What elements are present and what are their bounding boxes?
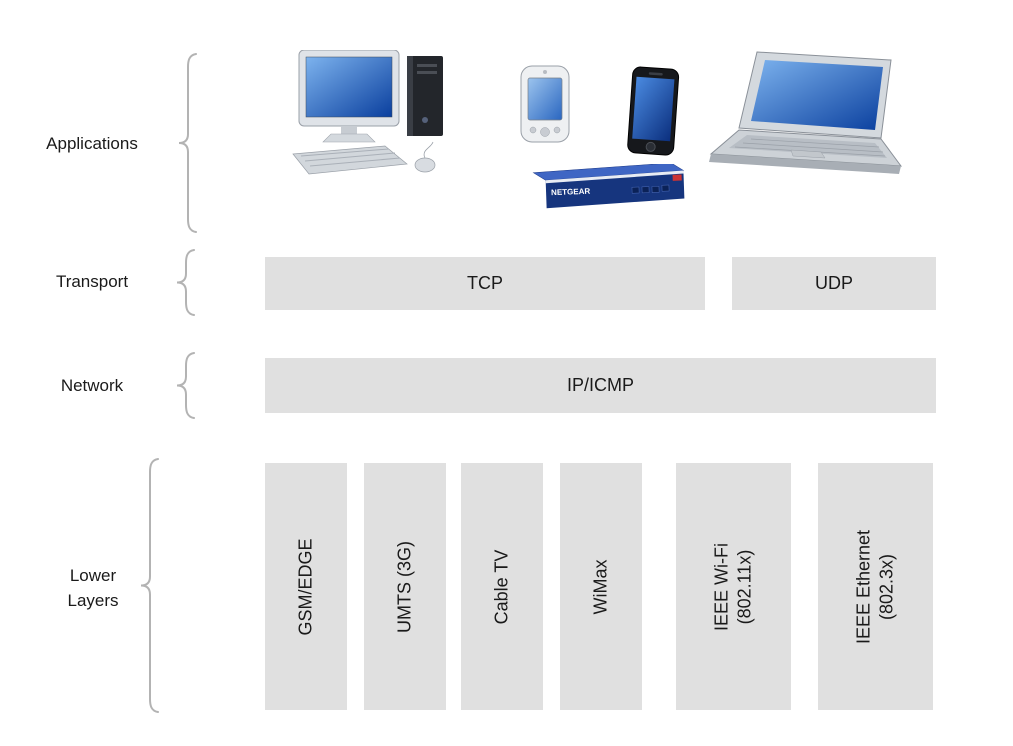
- transport-brace-icon: [176, 249, 195, 316]
- applications-layer-label: Applications: [46, 134, 138, 153]
- applications-brace-icon: [178, 53, 197, 233]
- umts-3g-box-label: UMTS (3G): [394, 540, 415, 633]
- wimax-box-label: WiMax: [590, 559, 611, 614]
- udp-box: UDP: [732, 257, 936, 310]
- smartphone-icon: [619, 64, 687, 163]
- transport-layer-label: Transport: [55, 272, 129, 291]
- router-brand-text: NETGEAR: [551, 187, 591, 197]
- laptop-icon: [695, 50, 910, 187]
- lower-layers-label: Lower Layers: [67, 566, 119, 610]
- gsm-edge-box: GSM/EDGE: [265, 463, 347, 710]
- desktop-computer-icon: [285, 49, 460, 183]
- cable-tv-box: Cable TV: [461, 463, 543, 710]
- network-brace-icon: [176, 352, 195, 419]
- ieee-ethernet-box-label: IEEE Ethernet (802.3x): [853, 529, 897, 644]
- cable-tv-box-label: Cable TV: [491, 549, 512, 624]
- pda-icon: [515, 64, 575, 149]
- ip-icmp-box-label: IP/ICMP: [566, 375, 634, 395]
- umts-3g-box: UMTS (3G): [364, 463, 446, 710]
- router-icon: NETGEAR: [532, 162, 690, 219]
- network-layer-label: Network: [60, 376, 124, 395]
- ieee-wifi-box: IEEE Wi-Fi (802.11x): [676, 463, 791, 710]
- gsm-edge-box-label: GSM/EDGE: [295, 537, 316, 636]
- wimax-box: WiMax: [560, 463, 642, 710]
- udp-box-label: UDP: [814, 273, 853, 293]
- ieee-wifi-box-label: IEEE Wi-Fi (802.11x): [711, 542, 755, 631]
- tcp-box: TCP: [265, 257, 705, 310]
- tcp-box-label: TCP: [467, 273, 503, 293]
- ip-icmp-box: IP/ICMP: [265, 358, 936, 413]
- ieee-ethernet-box: IEEE Ethernet (802.3x): [818, 463, 933, 710]
- lower-layers-brace-icon: [140, 458, 159, 713]
